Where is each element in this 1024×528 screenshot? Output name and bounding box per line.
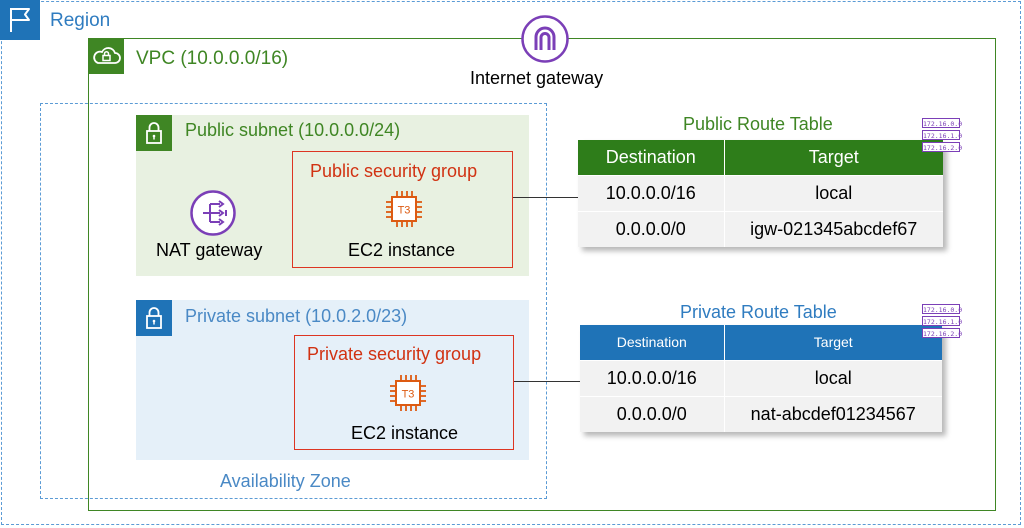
private-subnet-label: Private subnet (10.0.2.0/23) [185,306,408,326]
padlock-icon [136,300,172,336]
private-route-connector [514,381,580,382]
column-header-target: Target [723,325,942,360]
route-target: igw-021345abcdef67 [723,210,943,247]
table-row: 0.0.0.0/0 nat-abcdef01234567 [580,395,942,432]
ip-chip: 172.16.0.0 [922,304,963,314]
nat-arrows-icon [190,190,236,236]
private-security-group [294,335,514,450]
public-instance-type: T3 [398,205,411,217]
ip-chip: 172.16.2.0 [922,328,963,338]
route-destination: 0.0.0.0/0 [578,210,724,247]
route-target: local [723,359,942,396]
route-destination: 0.0.0.0/0 [580,395,724,432]
route-target: nat-abcdef01234567 [723,395,942,432]
padlock-icon [136,115,172,151]
route-destination: 10.0.0.0/16 [578,174,724,211]
region-label: Region [50,10,111,31]
public-security-group-label: Public security group [310,161,478,181]
chip-icon: T3 [388,373,428,413]
private-security-group-label: Private security group [307,344,482,364]
nat-gateway-label: NAT gateway [156,240,263,260]
private-instance-type: T3 [402,389,415,401]
public-subnet-label: Public subnet (10.0.0.0/24) [185,120,401,140]
private-ec2-label: EC2 instance [351,423,459,443]
public-route-table-title: Public Route Table [683,114,833,134]
private-route-table: Destination Target 10.0.0.0/16 local 0.0… [580,325,942,432]
internet-gateway-label: Internet gateway [470,68,604,88]
ip-chip: 172.16.1.0 [922,316,963,326]
route-target: local [723,174,943,211]
table-row: 10.0.0.0/16 local [578,174,943,211]
ip-chip: 172.16.2.0 [922,142,963,152]
column-header-destination: Destination [580,325,724,360]
vpc-label: VPC (10.0.0.0/16) [136,48,289,69]
public-route-connector [513,197,578,198]
private-route-table-title: Private Route Table [680,302,837,322]
table-row: 0.0.0.0/0 igw-021345abcdef67 [578,210,943,247]
arch-gateway-icon [521,15,569,63]
ip-chip: 172.16.1.0 [922,130,963,140]
public-ec2-label: EC2 instance [348,240,456,260]
private-subnet [136,300,529,460]
availability-zone-label: Availability Zone [220,471,351,491]
flag-icon [0,0,40,40]
column-header-destination: Destination [578,140,724,175]
availability-zone-boundary [40,103,547,499]
cloud-lock-icon [88,38,124,74]
column-header-target: Target [723,140,943,175]
ip-chip: 172.16.0.0 [922,118,963,128]
table-row: 10.0.0.0/16 local [580,359,942,396]
public-route-table: Destination Target 10.0.0.0/16 local 0.0… [578,140,943,247]
public-security-group [292,151,513,268]
route-destination: 10.0.0.0/16 [580,359,724,396]
chip-icon: T3 [384,189,424,229]
